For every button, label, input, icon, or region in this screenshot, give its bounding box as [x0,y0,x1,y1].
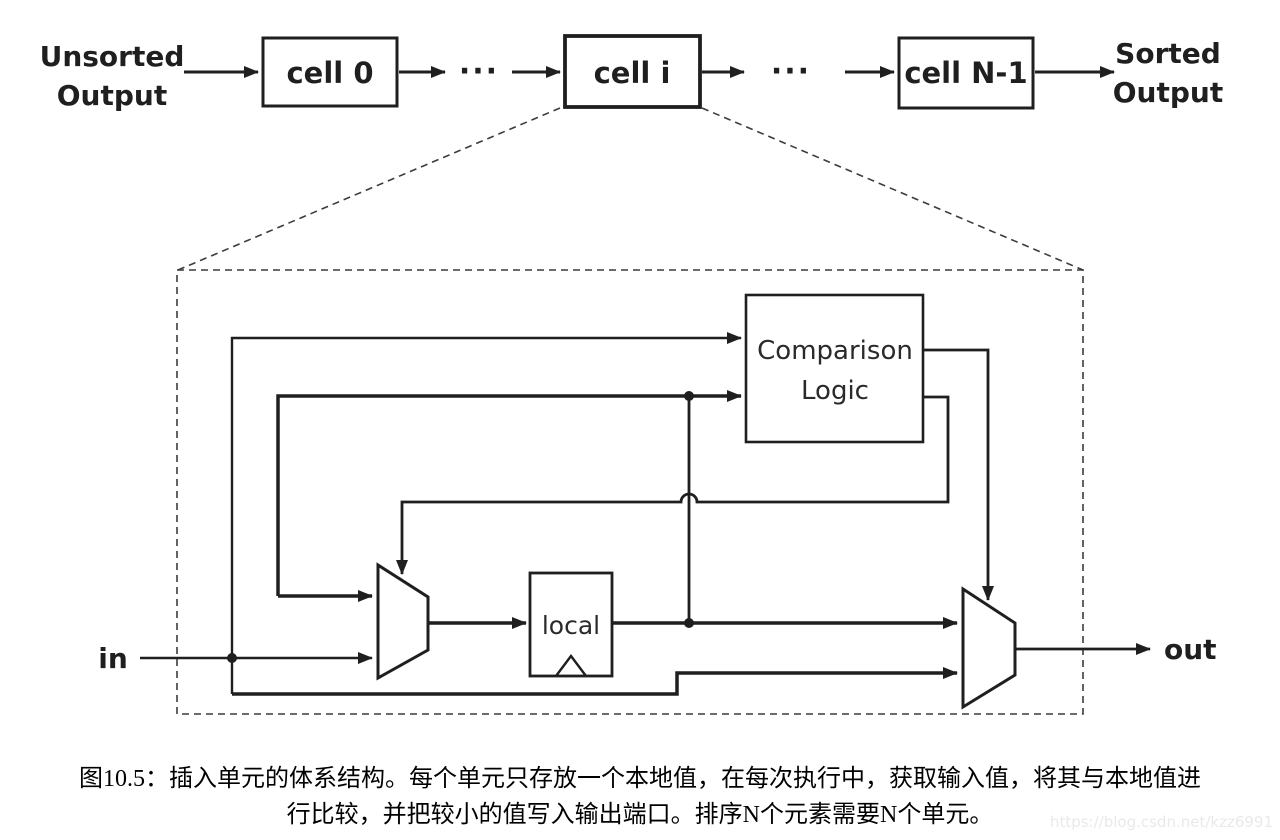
cell-0-rect [261,36,399,108]
unsorted-output-label-line2: Output [57,79,167,112]
cell-detail: Comparison Logic local in out [98,293,1217,710]
in-label: in [98,642,128,675]
cell-n-1-label: cell N-1 [904,56,1027,90]
wire-in-bypass-bottom [232,667,958,696]
wire-select-left-mux [396,395,950,575]
local-register: local [528,571,614,678]
cell-i-box: cell i [563,34,702,109]
callout-dash-left [177,107,561,271]
cell-n-1-rect [897,36,1035,110]
wire-in-to-comparison [230,332,742,694]
wire-select-right-mux [923,348,994,601]
caption-line2: 行比较，并把较小的值写入输出端口。排序N个元素需要N个单元。 [287,801,994,828]
comparison-logic-block: Comparison Logic [744,293,925,444]
sorted-output-label-line1: Sorted [1115,37,1221,70]
unsorted-output-label-line1: Unsorted [40,40,185,73]
cell-0-box: cell 0 [261,36,399,108]
wire-local-to-comparison [276,390,742,596]
ellipsis-left: ··· [459,54,499,89]
comparison-logic-label-line1: Comparison [757,336,913,366]
clock-triangle-icon [555,654,587,677]
cell-i-rect [563,34,702,109]
sorted-output-label-line2: Output [1113,76,1223,109]
expansion-callout [176,107,1084,715]
cell-n-1-box: cell N-1 [897,36,1035,110]
right-mux [961,586,1017,710]
watermark-url: https://blog.csdn.net/kzz6991 [1050,813,1273,831]
callout-dash-right [701,107,1084,271]
ellipsis-right: ··· [771,54,811,89]
cell-i-label: cell i [594,56,671,90]
comparison-logic-rect [744,293,925,444]
left-mux [376,562,430,681]
figure-caption: 图10.5：插入单元的体系结构。每个单元只存放一个本地值，在每次执行中，获取输入… [79,765,1201,828]
caption-line1: 图10.5：插入单元的体系结构。每个单元只存放一个本地值，在每次执行中，获取输入… [79,765,1201,792]
junction-dot-in [227,653,237,663]
cell-detail-dashed-border [176,269,1084,715]
out-label: out [1164,633,1217,666]
comparison-logic-label-line2: Logic [801,376,869,406]
local-label: local [542,611,600,640]
cell-0-label: cell 0 [286,56,373,90]
pipeline-row: Unsorted Output cell 0 ··· cell i ··· ce… [40,34,1223,112]
